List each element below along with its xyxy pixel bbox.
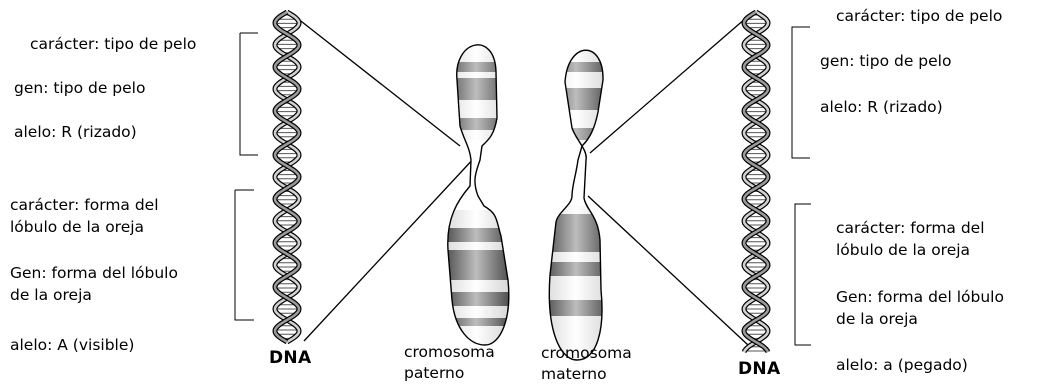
right-earlobe-allele: alelo: a (pegado) xyxy=(836,355,968,376)
right-dna-label: DNA xyxy=(738,359,780,379)
bracket-left-bottom xyxy=(235,190,254,320)
bracket-left-top xyxy=(240,33,258,155)
right-earlobe-gene-line1: Gen: forma del lóbulo xyxy=(836,287,1004,308)
right-hair-gene: gen: tipo de pelo xyxy=(820,51,951,72)
bracket-right-top xyxy=(792,27,810,158)
maternal-chromosome-label-line2: materno xyxy=(541,364,607,385)
dna-helix-right xyxy=(744,12,768,352)
right-earlobe-character-line2: lóbulo de la oreja xyxy=(836,240,970,261)
right-earlobe-character-line1: carácter: forma del xyxy=(836,218,985,239)
left-hair-character: carácter: tipo de pelo xyxy=(30,34,196,55)
connector-line xyxy=(588,196,748,345)
left-earlobe-character-line1: carácter: forma del xyxy=(10,195,159,216)
right-earlobe-gene-line2: de la oreja xyxy=(836,309,918,330)
paternal-chromosome xyxy=(440,30,520,350)
right-hair-allele: alelo: R (rizado) xyxy=(820,97,943,118)
right-hair-character: carácter: tipo de pelo xyxy=(836,6,1002,27)
maternal-chromosome xyxy=(540,30,620,370)
left-earlobe-gene-line1: Gen: forma del lóbulo xyxy=(10,263,178,284)
paternal-chromosome-label-line2: paterno xyxy=(404,363,464,384)
brackets xyxy=(235,27,811,345)
maternal-chromosome-label-line1: cromosoma xyxy=(541,343,632,364)
connector-line xyxy=(297,18,460,146)
left-earlobe-allele: alelo: A (visible) xyxy=(10,335,134,356)
connector-line xyxy=(590,18,746,153)
paternal-chromosome-label-line1: cromosoma xyxy=(404,342,495,363)
left-earlobe-character-line2: lóbulo de la oreja xyxy=(10,217,144,238)
left-hair-allele: alelo: R (rizado) xyxy=(14,122,137,143)
left-earlobe-gene-line2: de la oreja xyxy=(10,285,92,306)
dna-helix-left xyxy=(275,12,299,342)
left-dna-label: DNA xyxy=(269,348,311,368)
connector-lines xyxy=(297,18,748,345)
left-hair-gene: gen: tipo de pelo xyxy=(14,78,145,99)
bracket-right-bottom xyxy=(795,204,811,345)
